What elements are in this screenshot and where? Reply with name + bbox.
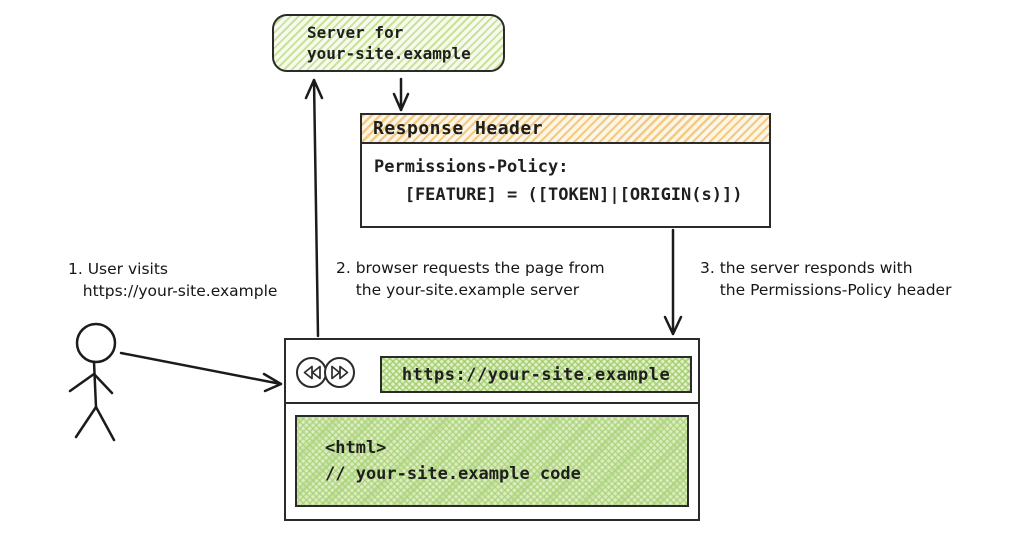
- response-header-box: Response Header Permissions-Policy: [FEA…: [360, 113, 771, 228]
- browser-content: <html> // your-site.example code: [295, 415, 689, 507]
- back-button[interactable]: [296, 357, 327, 388]
- server-label: Server for your-site.example: [307, 23, 471, 63]
- response-header-title: Response Header: [362, 115, 769, 144]
- user-figure-arms: [68, 372, 114, 395]
- user-figure-body: [92, 360, 98, 409]
- step-1-label: 1. User visits https://your-site.example: [68, 260, 278, 300]
- url-bar[interactable]: https://your-site.example: [380, 356, 692, 393]
- arrow-user-to-browser: [119, 351, 283, 393]
- step-2-label: 2. browser requests the page from the yo…: [336, 259, 605, 299]
- server-box: Server for your-site.example: [272, 14, 505, 72]
- user-figure-legs: [74, 405, 116, 442]
- arrow-response-to-browser: [663, 228, 683, 336]
- response-header-body: Permissions-Policy: [FEATURE] = ([TOKEN]…: [374, 157, 743, 205]
- forward-button[interactable]: [324, 357, 355, 388]
- arrow-server-to-response: [392, 77, 410, 112]
- forward-icon: [330, 365, 348, 380]
- back-icon: [303, 365, 321, 380]
- step-3-label: 3. the server responds with the Permissi…: [700, 259, 952, 299]
- page-code: <html> // your-site.example code: [325, 438, 581, 484]
- url-text: https://your-site.example: [401, 364, 671, 385]
- arrow-browser-to-server: [304, 78, 324, 338]
- browser-toolbar: https://your-site.example: [286, 340, 698, 404]
- browser-window: https://your-site.example <html> // your…: [284, 338, 700, 521]
- user-figure-head: [75, 322, 117, 364]
